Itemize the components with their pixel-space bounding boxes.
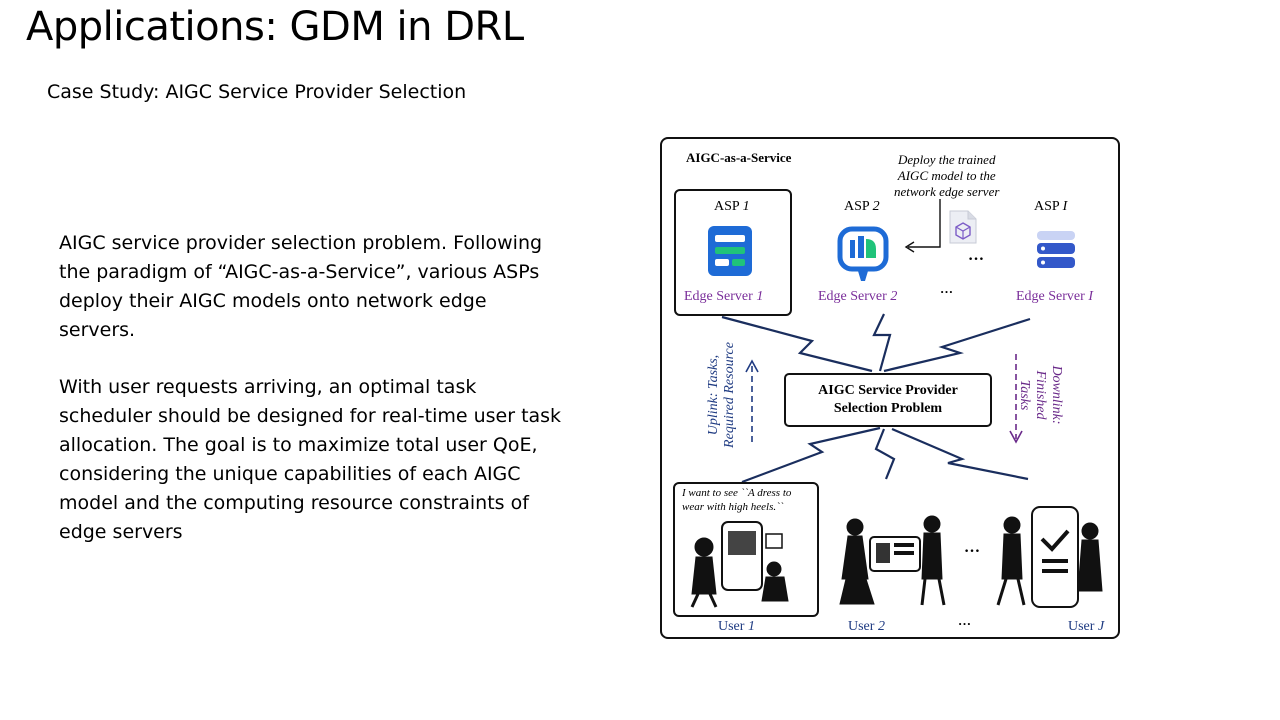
downlink-arrow: [1009, 354, 1023, 444]
monitor-chart-icon: [837, 226, 889, 281]
problem-box: AIGC Service Provider Selection Problem: [784, 373, 992, 427]
userJ-label: User J: [1068, 619, 1105, 634]
edge-server2-label: Edge Server 2: [818, 289, 898, 304]
people-checklist-illustration: [996, 506, 1103, 608]
edge-serverI-label: Edge Server I: [1016, 289, 1093, 304]
server-stack-icon: [1037, 231, 1075, 268]
asp2-label: ASP 2: [844, 199, 880, 214]
aspI-label: ASP I: [1034, 199, 1068, 214]
user1-box: [673, 482, 819, 617]
deploy-note: Deploy the trained AIGC model to the net…: [894, 152, 1000, 199]
model-file-icon: [949, 210, 977, 244]
people-phone-illustration: [690, 521, 789, 608]
user-ellipsis-mid: …: [964, 539, 980, 556]
paragraph-goal: With user requests arriving, an optimal …: [59, 376, 562, 543]
lightning-userJ: [891, 427, 1029, 481]
people-screen-illustration: [839, 515, 946, 606]
user2-label: User 2: [848, 619, 885, 634]
user-ellipsis: …: [958, 613, 971, 628]
lightning-server2: [872, 313, 892, 372]
user1-speech: I want to see ``A dress to wear with hig…: [682, 487, 792, 513]
slide-title: Applications: GDM in DRL: [26, 4, 524, 50]
uplink-label: Uplink: Tasks, Required Resource: [706, 342, 737, 448]
server-ellipsis-top: …: [968, 247, 984, 264]
user1-label: User 1: [718, 619, 755, 634]
aigc-diagram: AIGC-as-a-Service Deploy the trained AIG…: [660, 137, 1120, 639]
slide-subtitle: Case Study: AIGC Service Provider Select…: [47, 81, 467, 103]
body-text: AIGC service provider selection problem.…: [59, 229, 564, 575]
lightning-user2: [874, 428, 896, 480]
lightning-serverI: [883, 317, 1031, 373]
asp1-box: [674, 189, 792, 316]
lightning-server1: [721, 315, 873, 373]
diagram-heading: AIGC-as-a-Service: [686, 150, 792, 165]
asp1-label: ASP 1: [714, 199, 750, 214]
server-ellipsis: …: [940, 281, 953, 296]
uplink-arrow: [745, 359, 759, 442]
edge-server1-label: Edge Server 1: [684, 289, 764, 304]
diagram-graphics: [690, 199, 1103, 608]
uplink-lightning: [721, 313, 1031, 484]
lightning-user1: [741, 426, 881, 484]
downlink-label: Downlink: Finished Tasks: [1017, 365, 1064, 425]
paragraph-intro: AIGC service provider selection problem.…: [59, 232, 543, 341]
server-icon: [708, 226, 752, 276]
deploy-arrow: [904, 199, 941, 253]
